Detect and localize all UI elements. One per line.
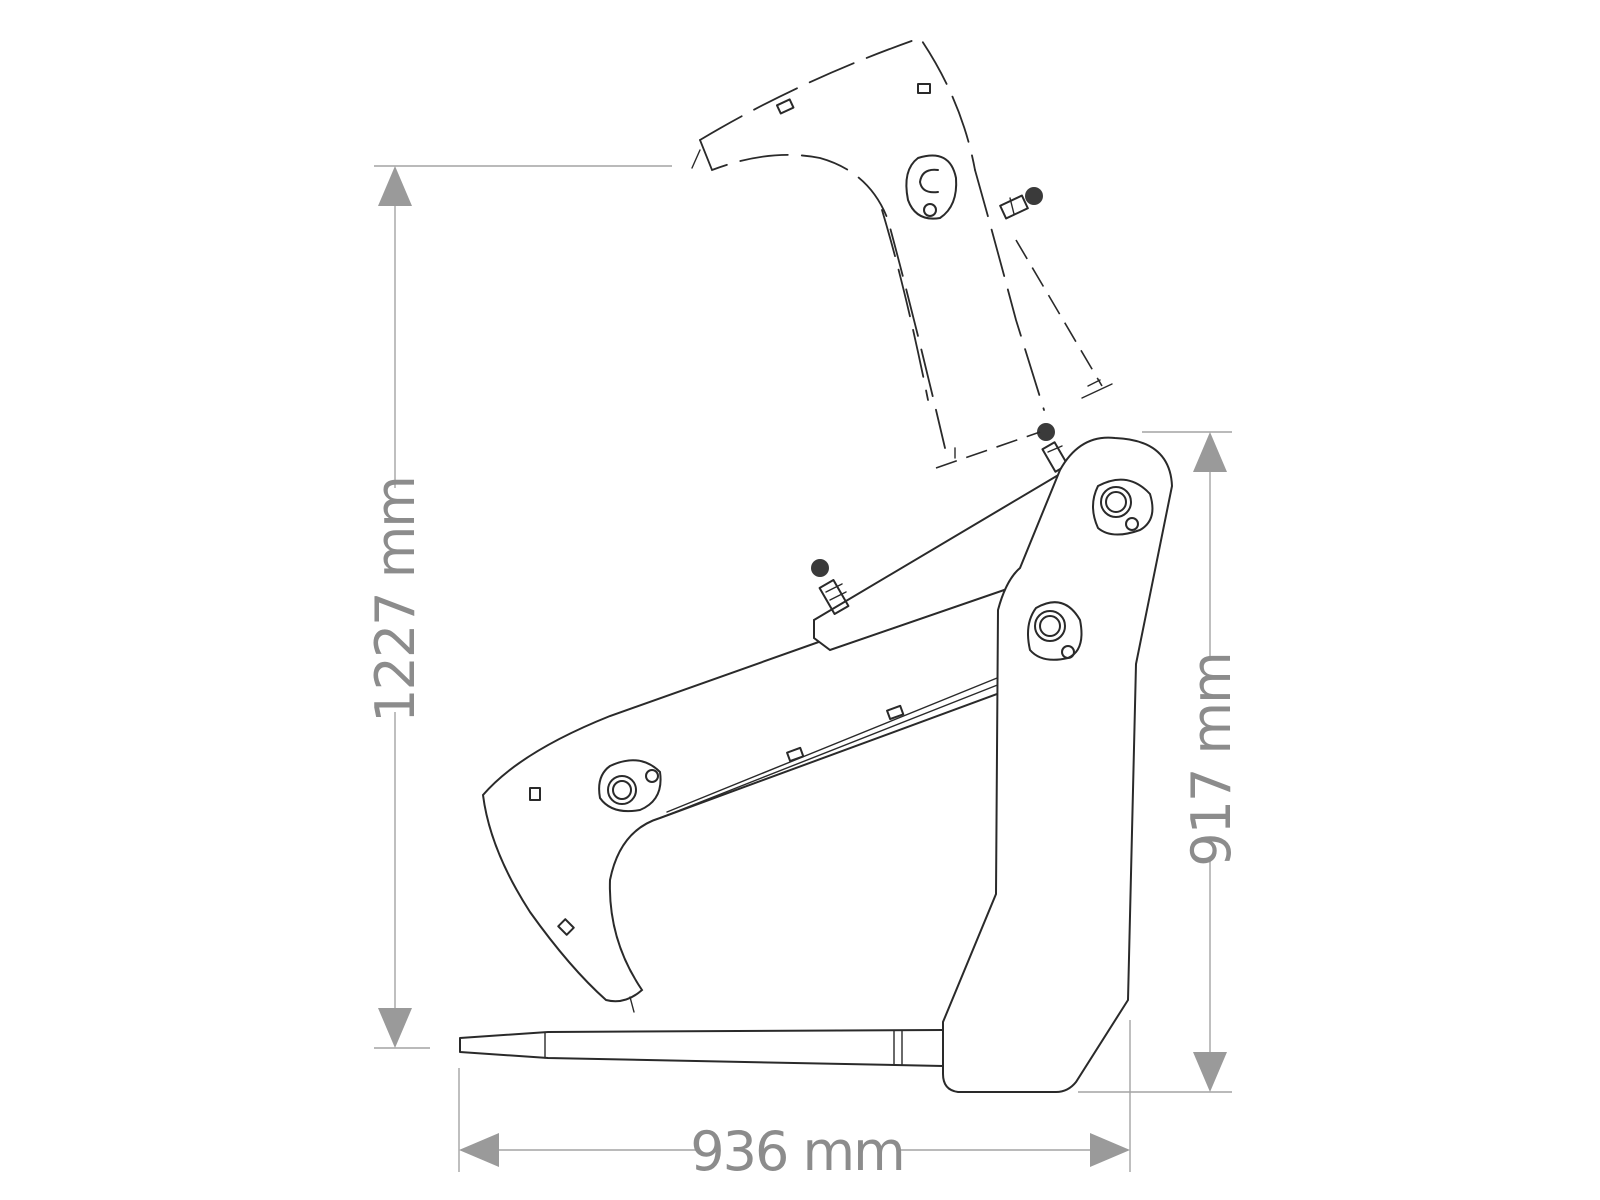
pivot-hole [1034,610,1066,642]
slot [786,746,805,763]
hydraulic-fitting [999,187,1043,220]
slot [775,98,795,115]
grapple-arm-open [691,36,1113,469]
bolt-hole [1125,517,1139,531]
fork-tine [459,1029,944,1067]
arrow-down [378,1008,412,1048]
hydraulic-fitting [811,559,850,615]
arrow-down [1193,1052,1227,1092]
slot [529,787,541,801]
grapple-arm-closed [481,558,1062,1013]
bolt-hole [923,203,937,217]
arrow-up [378,166,412,206]
height-closed-label: 917 mm [1180,653,1243,866]
pivot-hole [1100,486,1132,518]
main-frame [942,436,1174,1093]
frame-pivot-lug-lower [1027,601,1083,661]
slot [886,704,905,721]
bolt-hole [645,769,659,783]
arrow-right [1090,1133,1130,1167]
arm-pivot-lug [598,759,662,813]
length-dimension: 936 mm [458,1020,1131,1183]
slot [557,918,575,936]
height-open-label: 1227 mm [364,477,427,723]
open-arm-pivot-lug [905,154,958,220]
height-closed-dimension: 917 mm [1078,431,1243,1093]
arrow-up [1193,432,1227,472]
arrow-left [459,1133,499,1167]
length-label: 936 mm [690,1120,903,1183]
slot [917,83,931,94]
frame-pivot-lug-upper [1092,478,1154,536]
height-open-dimension: 1227 mm [364,165,672,1049]
pivot-hole [607,775,637,805]
bolt-hole [1061,645,1075,659]
